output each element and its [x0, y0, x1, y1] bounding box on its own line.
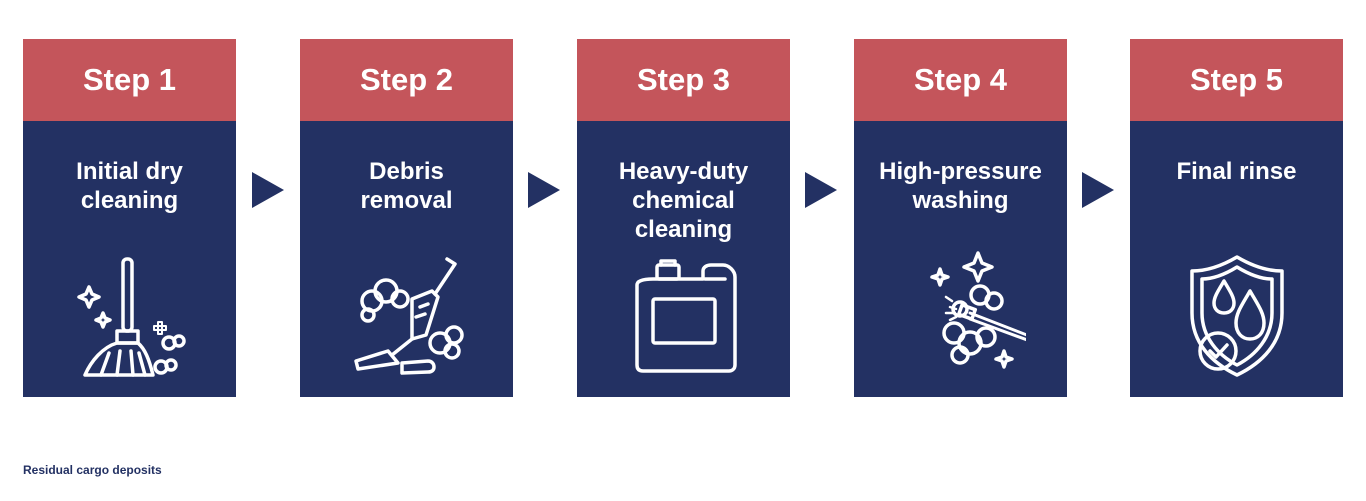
step-title-line: cleaning — [634, 216, 733, 243]
broom-icon — [65, 251, 195, 381]
step-header: Step 4 — [854, 39, 1067, 121]
pressure-washer-icon — [896, 251, 1026, 381]
step-header: Step 5 — [1130, 39, 1343, 121]
arrow-right-icon — [252, 172, 284, 208]
chemical-canister-icon — [619, 251, 749, 381]
step-header: Step 2 — [300, 39, 513, 121]
step-card-4: Step 4 High-pressure washing — [854, 39, 1067, 397]
step-title-line: chemical — [632, 187, 735, 214]
step-title-line: Initial dry — [76, 158, 183, 185]
arrow-right-icon — [1082, 172, 1114, 208]
step-title: High-pressure washing — [862, 157, 1059, 215]
step-body: Final rinse — [1130, 121, 1343, 397]
step-body: Debris removal — [300, 121, 513, 397]
step-title: Debris removal — [308, 157, 505, 215]
step-header: Step 1 — [23, 39, 236, 121]
step-title: Heavy-duty chemical cleaning — [585, 157, 782, 244]
vacuum-cleaner-icon — [342, 251, 472, 381]
step-body: Initial dry cleaning — [23, 121, 236, 397]
step-title-line: High-pressure — [879, 158, 1042, 185]
shield-water-drop-check-icon — [1172, 251, 1302, 381]
step-title-line: Heavy-duty — [618, 158, 749, 185]
step-title-line: Final rinse — [1176, 158, 1297, 185]
step-card-3: Step 3 Heavy-duty chemical cleaning — [577, 39, 790, 397]
step-card-2: Step 2 Debris removal — [300, 39, 513, 397]
caption: Residual cargo deposits — [23, 463, 162, 477]
step-header: Step 3 — [577, 39, 790, 121]
step-title-line: washing — [912, 187, 1009, 214]
step-title-line: Debris — [369, 158, 444, 185]
arrow-right-icon — [805, 172, 837, 208]
step-title: Initial dry cleaning — [31, 157, 228, 215]
step-title: Final rinse — [1138, 157, 1335, 186]
step-body: High-pressure washing — [854, 121, 1067, 397]
step-card-1: Step 1 Initial dry cleaning — [23, 39, 236, 397]
arrow-right-icon — [528, 172, 560, 208]
step-card-5: Step 5 Final rinse — [1130, 39, 1343, 397]
step-body: Heavy-duty chemical cleaning — [577, 121, 790, 397]
step-title-line: cleaning — [80, 187, 179, 214]
step-title-line: removal — [360, 187, 453, 214]
